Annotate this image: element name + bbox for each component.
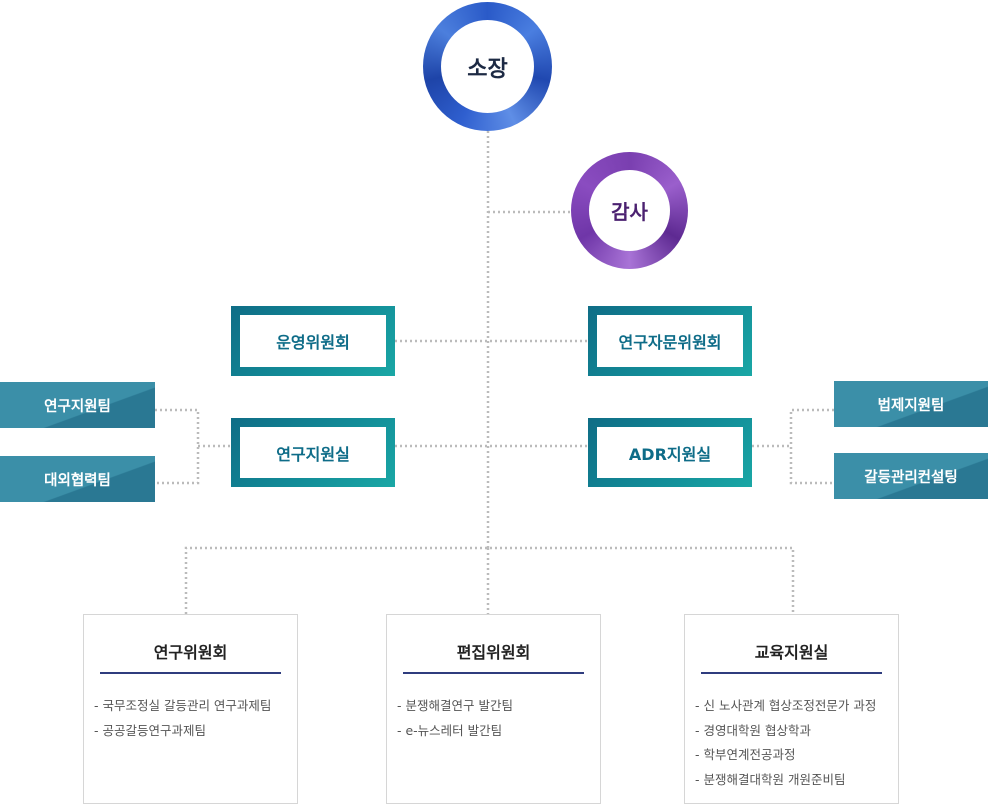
audit-label: 감사: [589, 170, 670, 251]
unit-card-editorial-committee: 편집위원회 - 분쟁해결연구 발간팀 - e-뉴스레터 발간팀: [386, 614, 601, 804]
card-title: 교육지원실: [754, 643, 829, 662]
list-item: - 경영대학원 협상학과: [695, 722, 811, 738]
list-item: - 공공갈등연구과제팀: [94, 722, 206, 738]
card-item-list: - 국무조정실 갈등관리 연구과제팀 - 공공갈등연구과제팀: [94, 694, 293, 743]
adr-support-office-label: ADR지원실: [597, 427, 743, 478]
team-external-cooperation: 대외협력팀: [0, 456, 155, 502]
list-item: - 분쟁해결연구 발간팀: [397, 698, 513, 713]
audit-node: 감사: [571, 152, 688, 269]
research-advisory-committee-label: 연구자문위원회: [597, 315, 743, 367]
unit-card-education-support-office: 교육지원실 - 신 노사관계 협상조정전문가 과정 - 경영대학원 협상학과 -…: [684, 614, 899, 804]
research-advisory-committee-box: 연구자문위원회: [588, 306, 752, 376]
unit-card-research-committee: 연구위원회 - 국무조정실 갈등관리 연구과제팀 - 공공갈등연구과제팀: [83, 614, 298, 804]
research-support-office-box: 연구지원실: [231, 418, 395, 487]
team-conflict-management-consulting: 갈등관리컨설팅: [834, 453, 988, 499]
director-node: 소장: [423, 2, 552, 131]
team-legal-support: 법제지원팀: [834, 381, 988, 427]
list-item: - e-뉴스레터 발간팀: [397, 722, 503, 738]
team-research-support: 연구지원팀: [0, 382, 155, 428]
list-item: - 신 노사관계 협상조정전문가 과정: [695, 698, 877, 713]
list-item: - 국무조정실 갈등관리 연구과제팀: [94, 698, 272, 713]
operating-committee-box: 운영위원회: [231, 306, 395, 376]
operating-committee-label: 운영위원회: [240, 315, 386, 367]
list-item: - 학부연계전공과정: [695, 747, 796, 762]
director-label: 소장: [441, 20, 534, 113]
adr-support-office-box: ADR지원실: [588, 418, 752, 487]
card-title: 연구위원회: [153, 643, 228, 662]
card-item-list: - 신 노사관계 협상조정전문가 과정 - 경영대학원 협상학과 - 학부연계전…: [695, 694, 894, 792]
card-title: 편집위원회: [456, 643, 531, 662]
card-item-list: - 분쟁해결연구 발간팀 - e-뉴스레터 발간팀: [397, 694, 596, 743]
list-item: - 분쟁해결대학원 개원준비팀: [695, 771, 846, 787]
card-divider: [403, 672, 584, 674]
card-divider: [100, 672, 281, 674]
card-divider: [701, 672, 882, 674]
research-support-office-label: 연구지원실: [240, 427, 386, 478]
